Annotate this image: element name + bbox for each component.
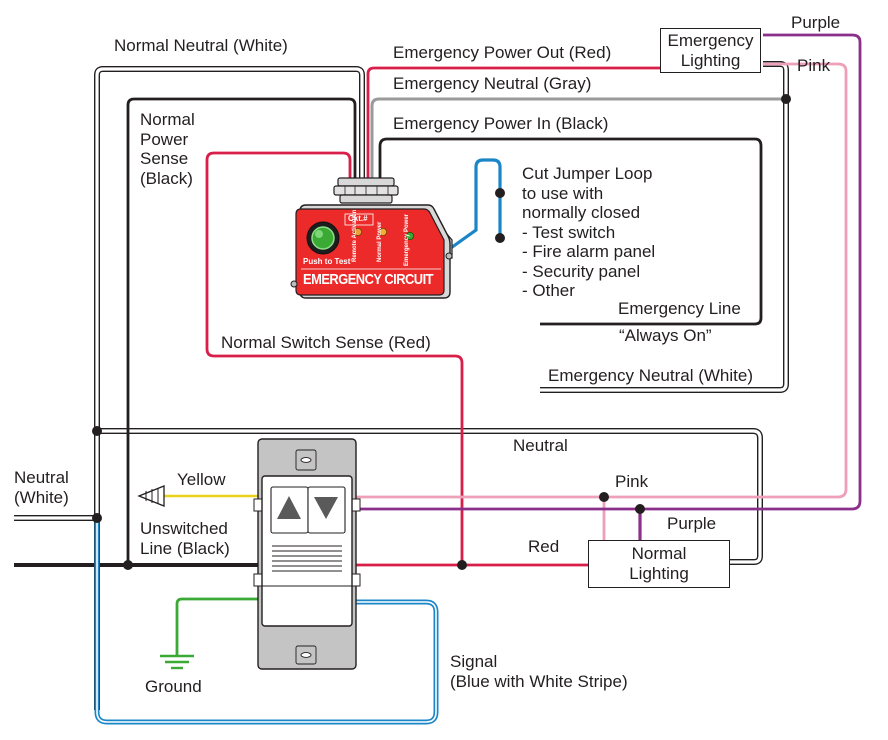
normal-power-sense-wire xyxy=(126,97,357,565)
signal-label: Signal (Blue with White Stripe) xyxy=(450,652,628,691)
wire-nut-icon xyxy=(137,485,165,507)
emergency-power-led-icon xyxy=(405,231,414,240)
normal-neutral-label: Normal Neutral (White) xyxy=(114,36,288,55)
normal-neutral-wire xyxy=(94,66,365,710)
arrow-down-icon xyxy=(314,497,338,519)
circuit-number-label: Ckt.# xyxy=(348,214,368,223)
emergency-power-led-label: Emergency Power xyxy=(404,213,410,266)
emergency-line-label: Emergency Line xyxy=(618,299,741,318)
pink-mid-label: Pink xyxy=(615,472,649,491)
ground-symbol-icon xyxy=(160,654,194,670)
arrow-up-icon xyxy=(277,496,301,519)
pink-top-label: Pink xyxy=(797,56,831,75)
jumper-loop-wire xyxy=(447,158,502,252)
junction-dot xyxy=(495,233,505,243)
emergency-neutral-gray-label: Emergency Neutral (Gray) xyxy=(393,74,592,93)
purple-wire xyxy=(354,33,862,511)
normal-switch-sense-wire xyxy=(205,151,464,565)
push-to-test-label: Push to Test xyxy=(303,257,351,266)
normal-power-led-icon xyxy=(378,227,387,236)
always-on-label: “Always On” xyxy=(619,326,712,345)
junction-dot xyxy=(599,492,609,502)
junction-dot xyxy=(495,188,505,198)
junction-dot xyxy=(457,560,467,570)
yellow-label: Yellow xyxy=(177,470,226,489)
neutral-top-label: Neutral xyxy=(513,436,568,455)
emergency-power-out-label: Emergency Power Out (Red) xyxy=(393,43,612,62)
junction-dot xyxy=(92,513,102,523)
ground-wire xyxy=(175,597,262,656)
emergency-neutral-gray-wire xyxy=(370,97,786,185)
neutral-white-label: Neutral (White) xyxy=(14,468,69,507)
cut-jumper-note: Cut Jumper Loop to use with normally clo… xyxy=(522,164,656,300)
normal-lighting-box: Normal Lighting xyxy=(588,540,730,588)
emergency-circuit-title: EMERGENCY CIRCUIT xyxy=(303,271,434,288)
emergency-neutral-white-label: Emergency Neutral (White) xyxy=(548,366,754,385)
remote-activation-led-label: Remote Activation xyxy=(352,209,358,262)
pink-wire xyxy=(354,62,848,499)
signal-wire xyxy=(94,518,439,725)
junction-dot xyxy=(635,504,645,514)
dimmer-switch-device xyxy=(253,438,361,670)
emergency-circuit-device xyxy=(290,177,453,299)
junction-dots xyxy=(92,94,791,570)
normal-switch-sense-label: Normal Switch Sense (Red) xyxy=(221,333,431,352)
junction-dot xyxy=(92,426,102,436)
red-label: Red xyxy=(528,537,560,556)
normal-power-sense-label: Normal Power Sense (Black) xyxy=(140,110,195,188)
emergency-power-in-label: Emergency Power In (Black) xyxy=(393,114,609,133)
junction-dot xyxy=(781,94,791,104)
junction-dot xyxy=(123,560,133,570)
remote-activation-led-icon xyxy=(353,227,362,236)
purple-top-label: Purple xyxy=(791,13,841,32)
normal-power-led-label: Normal Power xyxy=(377,221,383,262)
purple-mid-label: Purple xyxy=(667,514,717,533)
unswitched-line-label: Unswitched Line (Black) xyxy=(140,519,230,558)
emergency-lighting-box: Emergency Lighting xyxy=(660,28,761,73)
emergency-power-out-wire xyxy=(366,66,660,185)
emergency-power-in-wire xyxy=(378,137,763,326)
ground-label: Ground xyxy=(145,677,202,696)
